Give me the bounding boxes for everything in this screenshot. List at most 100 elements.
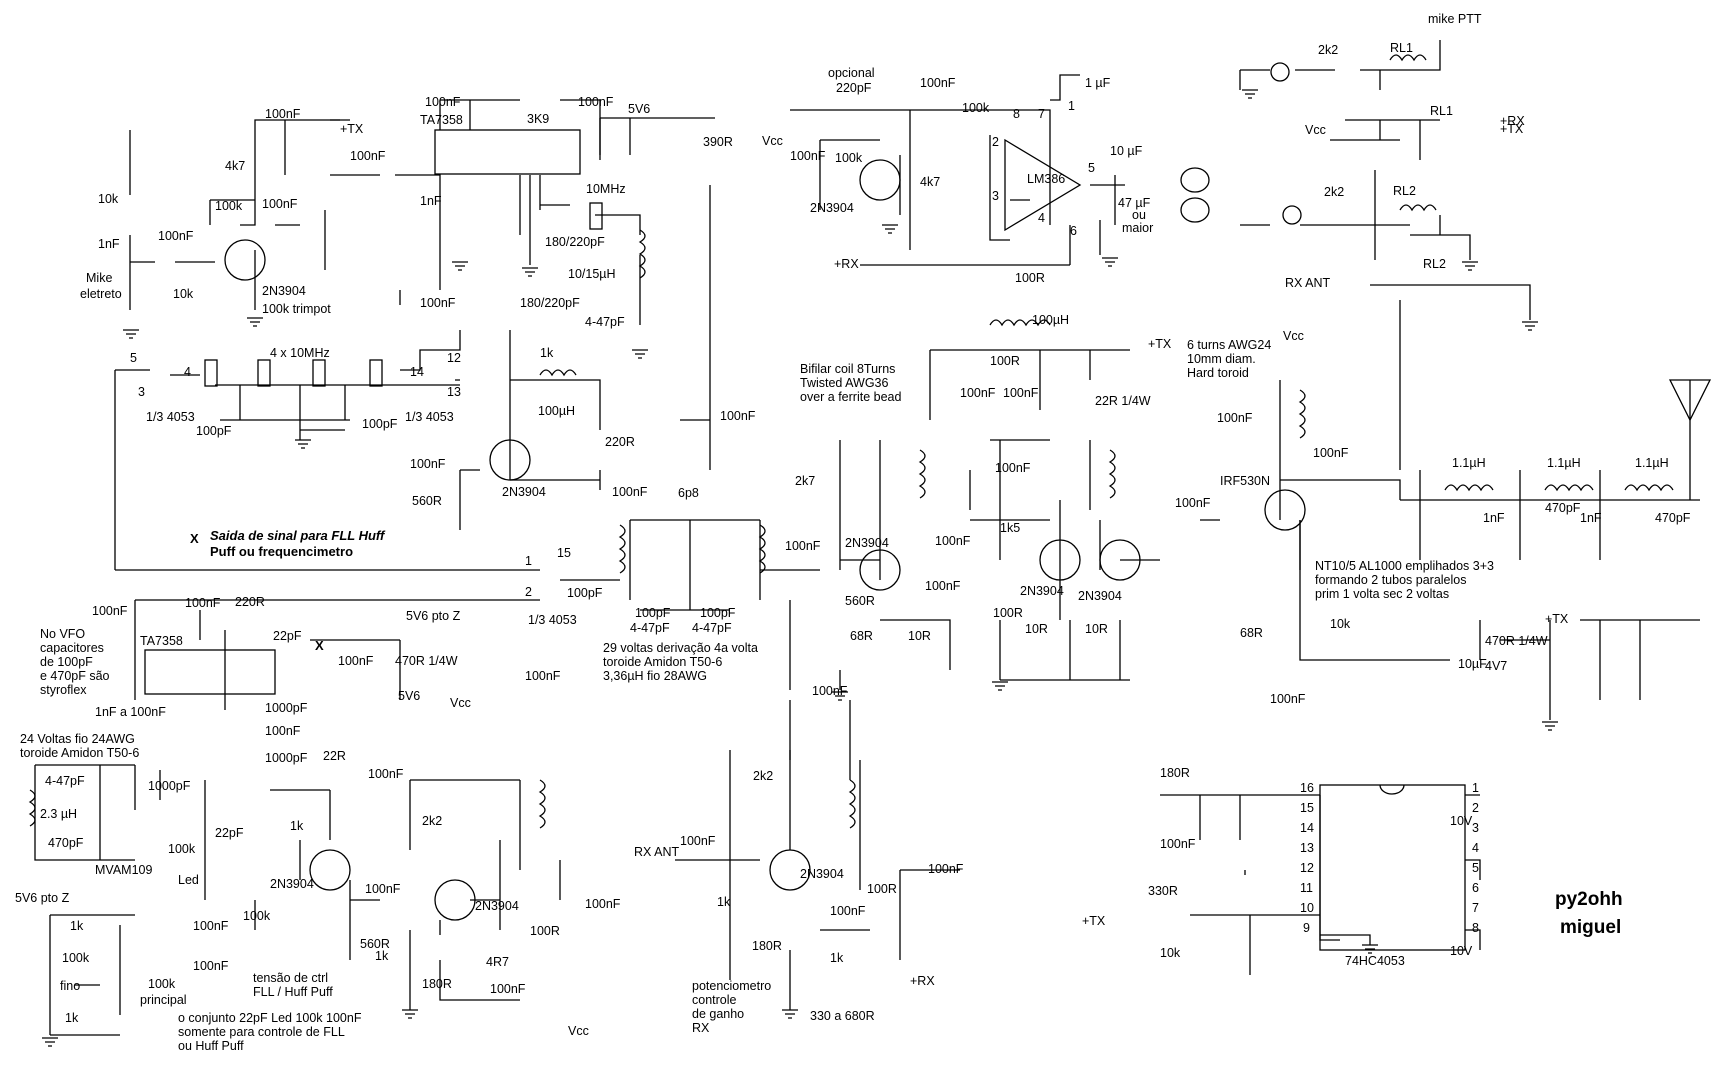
note-gain: potenciometro xyxy=(692,979,771,993)
res-label: 10k xyxy=(98,192,119,206)
res-label: 3K9 xyxy=(527,112,549,126)
label-10v-1: 10V xyxy=(1450,814,1473,828)
cap-label: 100nF xyxy=(790,149,826,163)
note-fll-output-2: Puff ou frequencimetro xyxy=(210,544,353,559)
label-opcional: opcional xyxy=(828,66,875,80)
cap-label: 100nF xyxy=(578,95,614,109)
cap-label: 100nF xyxy=(193,959,229,973)
cap-label: 100nF xyxy=(365,882,401,896)
cap-label: 1nF xyxy=(1580,511,1602,525)
label-10v-2: 10V xyxy=(1450,944,1473,958)
note-toroid: 6 turns AWG24 xyxy=(1187,338,1271,352)
res-label: 2k2 xyxy=(1318,43,1338,57)
note-bifilar: Twisted AWG36 xyxy=(800,376,889,390)
cap-label: 100nF xyxy=(785,539,821,553)
cap-label: 100nF xyxy=(338,654,374,668)
cap-label: 100nF xyxy=(420,296,456,310)
cap-label: 100nF xyxy=(1217,411,1253,425)
ic-pin: 12 xyxy=(1300,861,1314,875)
x-mark-2: X xyxy=(315,638,324,653)
res-label: 470R 1/4W xyxy=(395,654,458,668)
label-xtal-10mhz: 10MHz xyxy=(586,182,626,196)
lm-pin: 7 xyxy=(1038,107,1045,121)
cap-label: 1nF xyxy=(420,194,442,208)
note-coil-29: 29 voltas derivação 4a volta xyxy=(603,641,758,655)
cap-label: 220pF xyxy=(836,81,872,95)
label-led: Led xyxy=(178,873,199,887)
cap-label: 1000pF xyxy=(265,751,308,765)
res-label: 180R xyxy=(1160,766,1190,780)
ind-label: 2.3 µH xyxy=(40,807,77,821)
res-label: 180R xyxy=(422,977,452,991)
cap-label: 100nF xyxy=(935,534,971,548)
res-label: 10R xyxy=(1085,622,1108,636)
res-label: 10k xyxy=(1330,617,1351,631)
label-rx-ant-1: RX ANT xyxy=(1285,276,1331,290)
res-label: 100R xyxy=(1015,271,1045,285)
label-5v6-pto-z-2: 5V6 pto Z xyxy=(15,891,70,905)
label-crystals: 4 x 10MHz xyxy=(270,346,330,360)
note-gain: de ganho xyxy=(692,1007,744,1021)
cap-label: 100nF xyxy=(960,386,996,400)
label-tx-1: +TX xyxy=(340,122,364,136)
lm-pin: 1 xyxy=(1068,99,1075,113)
res-label: 180R xyxy=(752,939,782,953)
sw-pin: 15 xyxy=(557,546,571,560)
note-coil-29: 3,36µH fio 28AWG xyxy=(603,669,707,683)
cap-label: 100nF xyxy=(1270,692,1306,706)
res-label: 2k2 xyxy=(753,769,773,783)
sw-pin: 2 xyxy=(525,585,532,599)
components xyxy=(28,54,1712,951)
cap-label: 4-47pF xyxy=(692,621,732,635)
label-q9: 2N3904 xyxy=(800,867,844,881)
res-label: 220R xyxy=(235,595,265,609)
cap-label: 100nF xyxy=(525,669,561,683)
label-tx-5: +TX xyxy=(1082,914,1106,928)
cap-label: 100nF xyxy=(1160,837,1196,851)
cap-label: 1nF xyxy=(98,237,120,251)
note-nt10: formando 2 tubos paralelos xyxy=(1315,573,1466,587)
ind-label: 100µH xyxy=(538,404,575,418)
cap-label: 22pF xyxy=(273,629,302,643)
ic-pin: 9 xyxy=(1303,921,1310,935)
res-label: 22R 1/4W xyxy=(1095,394,1151,408)
sw-pin: 13 xyxy=(447,385,461,399)
note-fll-set: o conjunto 22pF Led 100k 100nF xyxy=(178,1011,362,1025)
sw-pin: 1 xyxy=(525,554,532,568)
res-label: 2k2 xyxy=(1324,185,1344,199)
res-label: 1k xyxy=(65,1011,79,1025)
x-mark: X xyxy=(190,531,199,546)
ind-label: 10/15µH xyxy=(568,267,616,281)
res-label: 2k7 xyxy=(795,474,815,488)
ic-pin: 16 xyxy=(1300,781,1314,795)
lm-pin: 8 xyxy=(1013,107,1020,121)
res-label: 100k xyxy=(243,909,271,923)
label-rx-1: +RX xyxy=(834,257,859,271)
cap-label: 100pF xyxy=(196,424,232,438)
cap-label: 100nF xyxy=(1003,386,1039,400)
res-label: 1k xyxy=(717,895,731,909)
note-vfo: No VFO xyxy=(40,627,85,641)
cap-label: 100nF xyxy=(158,229,194,243)
res-label: 1k xyxy=(830,951,844,965)
note-nt10: NT10/5 AL1000 emplihados 3+3 xyxy=(1315,559,1494,573)
res-label: 4k7 xyxy=(920,175,940,189)
label-q5: 2N3904 xyxy=(1020,584,1064,598)
grounds xyxy=(42,89,1558,1047)
res-label: 330R xyxy=(1148,884,1178,898)
label-sw-4053-2: 1/3 4053 xyxy=(405,410,454,424)
label-tx-4: +TX xyxy=(1545,612,1569,626)
ic-pin: 5 xyxy=(1472,861,1479,875)
res-label: 560R xyxy=(360,937,390,951)
res-label: 10k xyxy=(173,287,194,301)
cap-label: 100nF xyxy=(185,596,221,610)
res-label: 1k xyxy=(375,949,389,963)
res-label: 560R xyxy=(845,594,875,608)
label-q7: 2N3904 xyxy=(270,877,314,891)
cap-label: 100nF xyxy=(830,904,866,918)
cap-label: 470pF xyxy=(1655,511,1691,525)
label-trimpot: 100k trimpot xyxy=(262,302,331,316)
lm-pin: 3 xyxy=(992,189,999,203)
res-label: 220R xyxy=(605,435,635,449)
